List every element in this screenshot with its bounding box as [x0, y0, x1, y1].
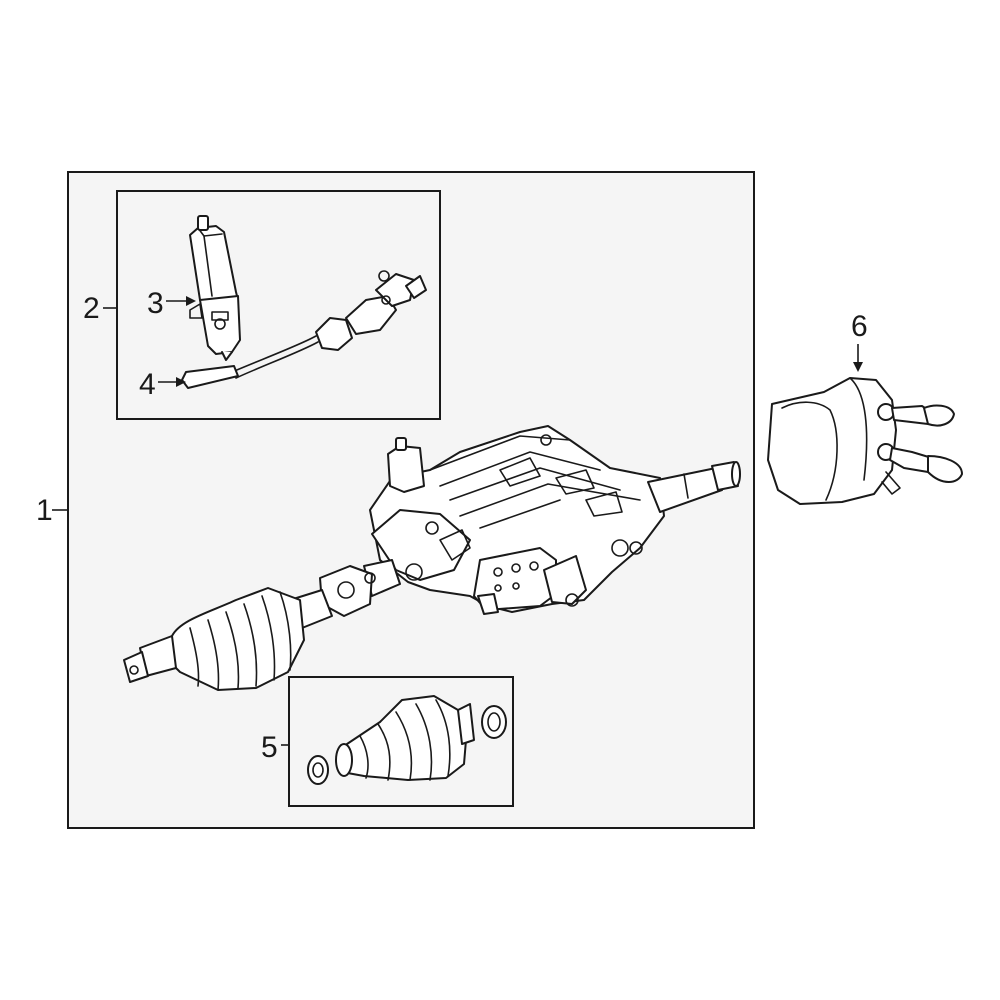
- arrowhead-6: [853, 362, 863, 372]
- callout-label-4: 4: [139, 368, 156, 401]
- callout-1: 1: [36, 494, 68, 527]
- steering-column: [123, 425, 741, 691]
- combination-switch: [767, 377, 963, 505]
- arrowhead-4: [176, 377, 186, 387]
- boot-kit: [307, 695, 507, 785]
- callout-3: 3: [147, 287, 196, 320]
- callout-label-3: 3: [147, 287, 164, 320]
- callout-label-2: 2: [83, 292, 100, 325]
- callout-5: 5: [261, 731, 289, 764]
- callout-4: 4: [139, 368, 186, 401]
- callout-label-1: 1: [36, 494, 53, 527]
- adjust-motor: [189, 215, 241, 361]
- callout-6: 6: [851, 310, 868, 372]
- callout-label-6: 6: [851, 310, 868, 343]
- callout-label-5: 5: [261, 731, 278, 764]
- arrowhead-3: [186, 296, 196, 306]
- adjust-cable: [181, 270, 427, 389]
- callout-2: 2: [83, 292, 117, 325]
